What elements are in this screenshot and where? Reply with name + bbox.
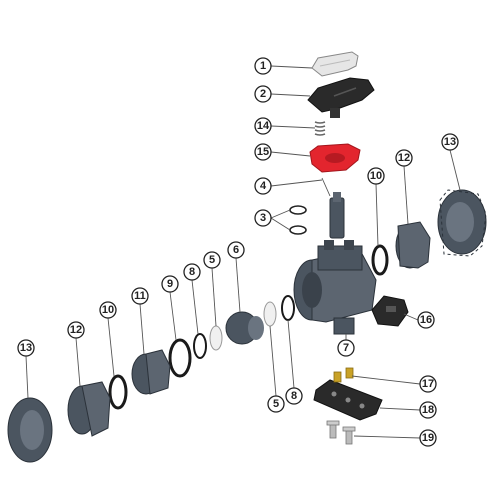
callout-3: 3: [254, 209, 272, 227]
callout-12a: 12: [67, 321, 85, 339]
callout-label: 19: [422, 432, 434, 444]
part-right-union-nut: [437, 189, 487, 257]
callout-label: 2: [260, 88, 266, 100]
callout-5b: 5: [267, 395, 285, 413]
part-ball: [225, 311, 264, 345]
part-oring-9: [168, 338, 192, 378]
callout-label: 5: [209, 254, 215, 266]
part-mounting-plate: [313, 379, 383, 421]
callout-10a: 10: [99, 301, 117, 319]
callout-label: 10: [102, 304, 114, 316]
part-left-oring: [108, 374, 128, 410]
callout-17: 17: [419, 375, 437, 393]
callout-label: 11: [134, 290, 146, 302]
callout-label: 15: [257, 146, 269, 158]
callout-label: 5: [273, 398, 279, 410]
callout-label: 13: [444, 136, 456, 148]
part-handle: [307, 77, 375, 118]
part-right-union-end: [395, 221, 431, 269]
part-lock-ring: [309, 143, 361, 173]
callout-label: 13: [20, 342, 32, 354]
part-stem: [321, 177, 345, 239]
part-brass-inserts: [333, 367, 354, 383]
callout-1: 1: [254, 57, 272, 75]
callout-label: 9: [167, 278, 173, 290]
part-spring: [314, 121, 326, 136]
callout-11: 11: [131, 287, 149, 305]
callout-18: 18: [419, 401, 437, 419]
callout-label: 17: [422, 378, 434, 390]
part-screws: [326, 420, 356, 445]
callout-label: 8: [189, 266, 195, 278]
callout-7: 7: [337, 339, 355, 357]
part-valve-body: [293, 240, 377, 335]
callout-label: 1: [260, 60, 266, 72]
callout-label: 4: [260, 180, 267, 192]
part-carrier-11: [131, 349, 171, 395]
callout-label: 12: [398, 152, 410, 164]
callout-4: 4: [254, 177, 272, 195]
part-oring-8-left: [193, 333, 207, 359]
part-handle-cover: [311, 51, 359, 77]
callout-12b: 12: [395, 149, 413, 167]
callout-14: 14: [254, 117, 272, 135]
callout-16: 16: [417, 311, 435, 329]
part-oring-8-right: [281, 295, 295, 321]
callout-8a: 8: [183, 263, 201, 281]
part-left-union-nut: [7, 397, 53, 463]
callout-8b: 8: [285, 387, 303, 405]
callout-13b: 13: [441, 133, 459, 151]
callout-13a: 13: [17, 339, 35, 357]
callout-label: 8: [291, 390, 297, 402]
callout-label: 6: [233, 244, 239, 256]
part-right-oring: [371, 244, 389, 276]
part-ball-seat-left: [209, 325, 223, 351]
callout-label: 14: [257, 120, 270, 132]
callout-label: 7: [343, 342, 349, 354]
part-mounting-bracket: [371, 295, 409, 327]
leader-lines: [25, 65, 461, 439]
callout-label: 10: [370, 170, 382, 182]
callout-2: 2: [254, 85, 272, 103]
part-left-union-end: [67, 381, 111, 437]
callout-5a: 5: [203, 251, 221, 269]
callout-label: 16: [420, 314, 432, 326]
callout-label: 12: [70, 324, 82, 336]
callout-label: 18: [422, 404, 434, 416]
part-stem-orings: [289, 205, 307, 235]
callout-10b: 10: [367, 167, 385, 185]
callout-19: 19: [419, 429, 437, 447]
callout-label: 3: [260, 212, 266, 224]
callout-6: 6: [227, 241, 245, 259]
part-ball-seat-right: [263, 301, 277, 327]
callout-15: 15: [254, 143, 272, 161]
callout-9: 9: [161, 275, 179, 293]
